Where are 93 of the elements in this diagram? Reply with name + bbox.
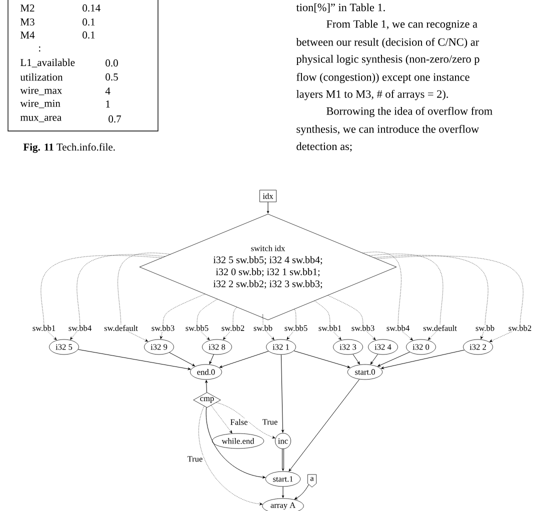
body-text-line: physical logic synthesis (non-zero/zero p [296,54,480,66]
arrow [219,350,269,368]
edge-label: sw.bb3 [150,324,176,332]
table-cell: 1 [106,100,110,108]
table-cell: 4 [105,88,110,94]
table-cell: M3 [20,18,34,26]
table-cell: wire_max [20,86,62,96]
arrow [262,314,274,340]
arrow [196,298,218,340]
ellipse-node: start.0 [347,364,383,380]
arrow [288,379,360,472]
edge-label: sw.bb [252,324,274,332]
body-text-line: tion[%]” in Table 1. [296,3,385,13]
edge-label: sw.bb2 [220,324,246,332]
box-node: idx [260,190,276,202]
ellipse-node: i32 5 [49,339,79,355]
table-cell: 0.7 [108,115,122,123]
ellipse-node: i32 2 [463,339,493,355]
table-cell: M4 [20,32,35,38]
table-cell: wire_min [20,100,60,108]
arrow [206,407,266,478]
circle-node: inc [274,432,292,450]
table-cell: M2 [20,4,34,12]
edge-label: sw.bb1 [32,324,56,332]
edge-label: sw.bb5 [184,324,210,332]
arrow [280,354,284,433]
edge-label: True [262,418,278,426]
edge-label: sw.bb [474,324,496,332]
arrow [314,300,342,340]
figure-caption: Fig. 11 Tech.info.file. [23,143,115,153]
edge-label: sw.bb5 [284,324,308,332]
edge-label: False [230,418,248,426]
body-text-line: synthesis, we can introduce the overflow [296,124,480,136]
arrow [378,352,410,366]
arrow [381,350,465,370]
arrow [286,309,296,340]
arrow [198,406,262,506]
ellipse-node: i32 1 [266,339,296,355]
body-text-line: detection as; [296,142,352,152]
edge-label: sw.bb1 [318,324,342,332]
arrow [374,255,488,340]
arrow [376,256,524,342]
ellipse-node: i32 3 [333,339,363,355]
arrow [282,448,284,471]
ellipse-node: i32 9 [144,339,174,355]
edge-label: True [186,456,204,462]
arrow [160,294,206,339]
arrow [216,402,276,438]
ellipse-node: while.end [212,433,264,449]
arrow [352,354,360,364]
body-text-line: flow (congestion)) except one instance [296,72,470,84]
table-cell: mux_area [20,116,62,122]
edge-label: sw.default [422,324,458,332]
body-text-line: From Table 1, we can recognize a [326,20,478,30]
arrow [282,486,284,498]
table-cell: utilization [20,73,63,81]
arrow [210,405,232,434]
arrow [223,307,237,340]
table-cell: 0.1 [82,31,95,39]
flag-node: a [307,474,317,488]
body-text-line: Borrowing the idea of overflow from [326,106,492,118]
ellipse-node: end.0 [190,364,222,380]
body-text-line: between our result (decision of C/NC) ar [296,38,479,48]
ellipse-node: i32 0 [406,339,436,355]
edge-label: sw.bb2 [508,324,532,332]
arrow [362,252,413,340]
arrow [294,484,309,500]
table-cell: 0.5 [106,73,118,81]
arrow [40,255,162,340]
arrow [70,254,165,340]
arrow [369,254,444,340]
arrow [118,252,170,342]
arrow [209,354,214,364]
edge-label: sw.bb4 [386,324,410,332]
edge-label: sw.bb3 [350,324,376,332]
table-cell: 0.1 [82,18,95,26]
arrow [328,295,376,340]
table-cell: L1_available [20,58,75,68]
table-cell: 0.0 [106,59,118,67]
edge-label: sw.default [104,324,138,332]
arrow [169,352,195,366]
arrow [370,354,378,364]
table-cell: 0.14 [82,4,100,12]
arrow [294,350,350,368]
ellipse-node: start.1 [265,471,301,487]
ellipse-node: i32 4 [368,339,398,355]
arrow [205,380,208,393]
edge-label: sw.bb4 [68,324,92,332]
body-text-line: layers M1 to M3, # of arrays = 2). [296,90,448,100]
arrow [78,349,191,370]
ellipse-node: i32 8 [202,339,232,355]
table-cell: : [39,46,40,52]
arrow [266,202,270,214]
